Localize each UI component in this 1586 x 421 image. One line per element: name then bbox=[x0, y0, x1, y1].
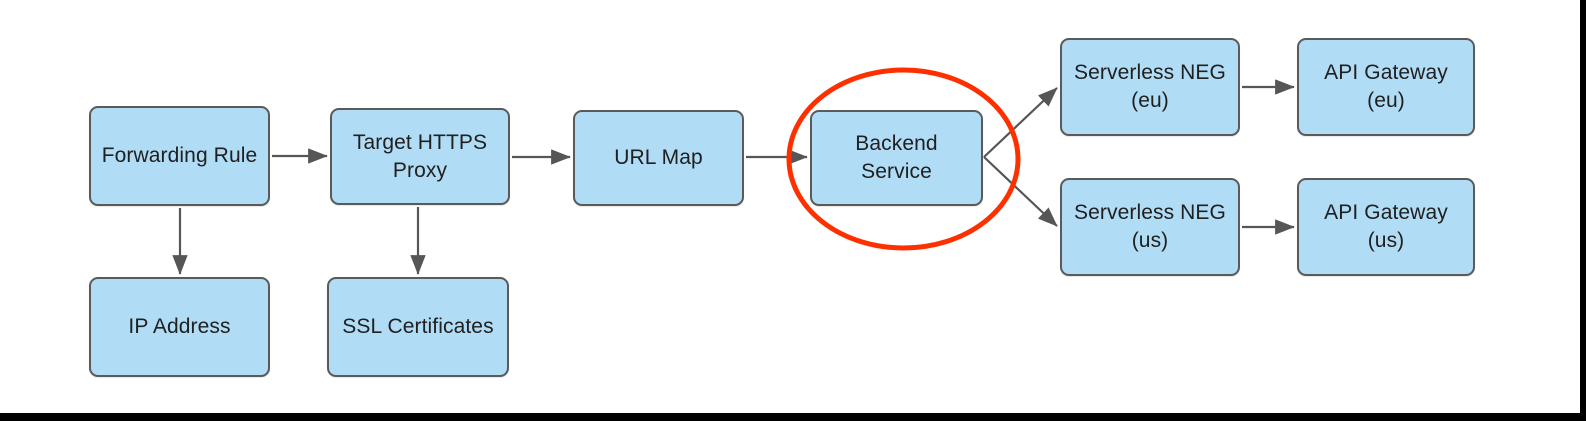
node-label-ip-address: IP Address bbox=[128, 315, 231, 339]
node-target-https-proxy[interactable]: Target HTTPS Proxy bbox=[330, 108, 510, 205]
node-label-ssl-certificates: SSL Certificates bbox=[342, 315, 494, 339]
edge-backend-service-to-serverless-neg-us bbox=[983, 156, 1058, 227]
node-forwarding-rule[interactable]: Forwarding Rule bbox=[89, 106, 270, 206]
node-label-serverless-neg-eu: Serverless NEG (eu) bbox=[1074, 61, 1226, 112]
node-url-map[interactable]: URL Map bbox=[573, 110, 744, 206]
edge-backend-service-to-serverless-neg-eu bbox=[983, 87, 1058, 158]
node-api-gateway-us[interactable]: API Gateway (us) bbox=[1297, 178, 1475, 276]
node-ssl-certificates[interactable]: SSL Certificates bbox=[327, 277, 509, 377]
node-api-gateway-eu[interactable]: API Gateway (eu) bbox=[1297, 38, 1475, 136]
node-label-api-gateway-eu: API Gateway (eu) bbox=[1324, 61, 1448, 112]
right-frame-bar bbox=[1580, 0, 1586, 421]
node-serverless-neg-eu[interactable]: Serverless NEG (eu) bbox=[1060, 38, 1240, 136]
node-backend-service[interactable]: Backend Service bbox=[810, 110, 983, 206]
node-label-forwarding-rule: Forwarding Rule bbox=[101, 144, 258, 168]
node-serverless-neg-us[interactable]: Serverless NEG (us) bbox=[1060, 178, 1240, 276]
bottom-frame-bar bbox=[0, 413, 1586, 421]
node-label-backend-service: Backend Service bbox=[855, 132, 938, 183]
node-label-url-map: URL Map bbox=[614, 146, 703, 170]
node-label-serverless-neg-us: Serverless NEG (us) bbox=[1074, 201, 1226, 252]
node-ip-address[interactable]: IP Address bbox=[89, 277, 270, 377]
node-label-api-gateway-us: API Gateway (us) bbox=[1324, 201, 1448, 252]
node-label-target-https-proxy: Target HTTPS Proxy bbox=[352, 130, 488, 182]
